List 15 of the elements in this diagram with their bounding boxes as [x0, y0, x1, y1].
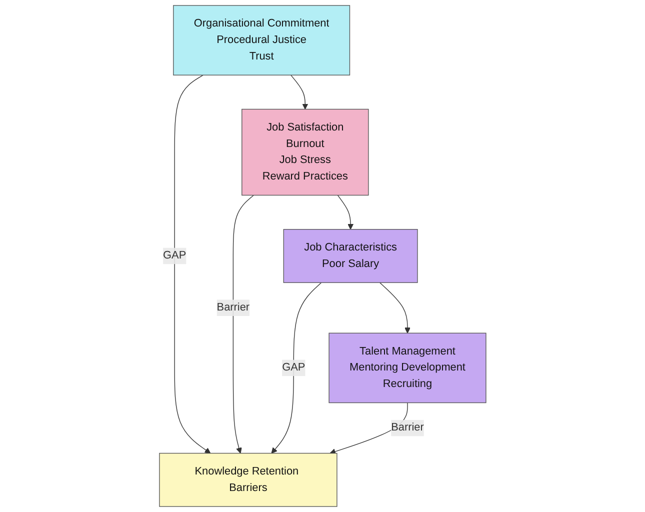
node-box: Job Characteristics Poor Salary	[283, 229, 418, 283]
edge-label: Barrier	[390, 422, 424, 434]
node-box: Knowledge Retention Barriers	[158, 452, 338, 507]
edge-label: GAP	[282, 362, 305, 374]
arrow	[174, 74, 210, 454]
arrow	[290, 74, 308, 110]
edge-label: Barrier	[216, 302, 250, 314]
arrow	[337, 194, 354, 230]
node-box: Organisational Commitment Procedural Justice Trust	[172, 5, 350, 76]
node-box: Job Satisfaction Burnout Job Stress Reward Practices	[241, 108, 369, 196]
arrow	[232, 194, 254, 454]
node-box: Talent Management Mentoring Development Recruiting	[328, 332, 486, 404]
arrow	[271, 282, 322, 454]
arrow	[379, 282, 410, 334]
edge-label: GAP	[162, 250, 186, 262]
